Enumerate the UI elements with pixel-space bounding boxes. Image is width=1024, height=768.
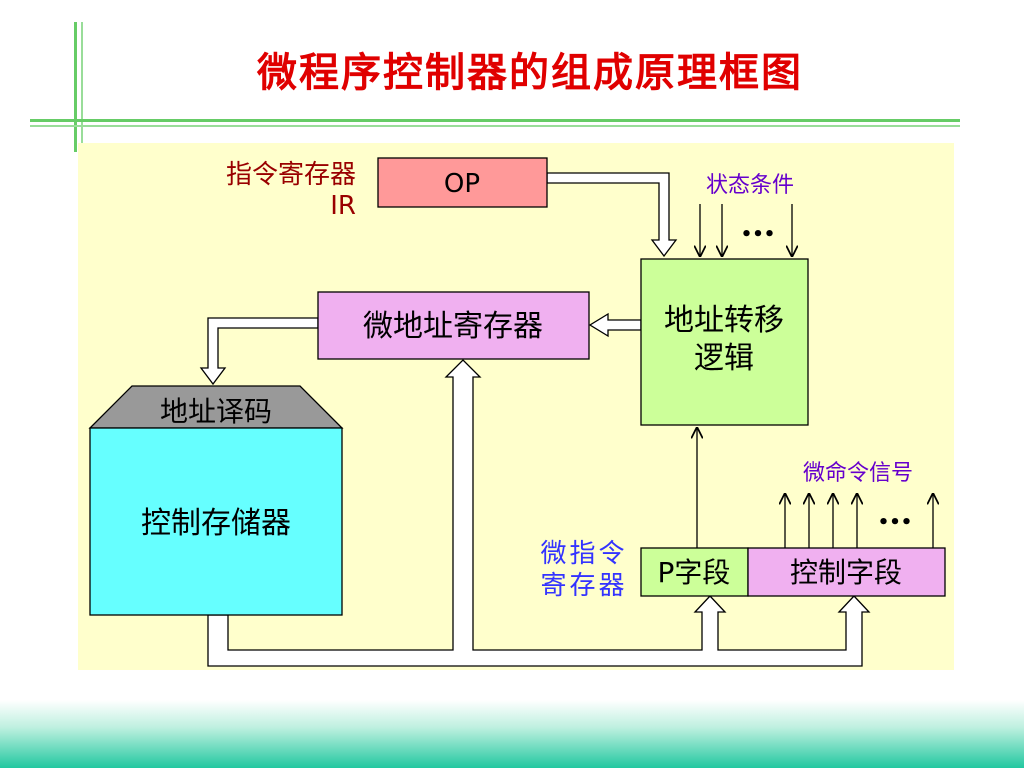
address-transfer-logic-box bbox=[640, 258, 809, 426]
slide-title: 微程序控制器的组成原理框图 bbox=[257, 49, 803, 96]
ir-label-cn: 指令寄存器 bbox=[226, 160, 356, 190]
decor-horizontal-line-1 bbox=[30, 119, 960, 122]
p-field-box bbox=[640, 547, 749, 597]
control-field-label: 控制字段 bbox=[790, 556, 902, 589]
micro-instruction-register-label-line2: 寄存器 bbox=[540, 571, 627, 601]
micro-command-signals-label: 微命令信号 bbox=[803, 461, 913, 486]
op-box bbox=[377, 157, 548, 208]
decor-vertical-line-2 bbox=[81, 22, 83, 152]
address-decoder-label: 地址译码 bbox=[160, 395, 272, 428]
decor-vertical-line-1 bbox=[74, 22, 77, 152]
op-label: OP bbox=[444, 169, 480, 199]
arrow-logic-to-mar bbox=[588, 312, 642, 338]
arrow-memory-to-mir-bus bbox=[207, 359, 871, 667]
micro-address-register-box bbox=[317, 291, 590, 360]
micro-address-register-label: 微地址寄存器 bbox=[363, 309, 543, 344]
control-field-box bbox=[747, 547, 946, 597]
arrow-op-to-logic bbox=[546, 172, 678, 258]
address-logic-line1: 地址转移 bbox=[664, 303, 784, 338]
decor-horizontal-line-2 bbox=[30, 125, 960, 127]
status-ellipsis: ••• bbox=[741, 224, 776, 245]
signal-ellipsis: ••• bbox=[878, 512, 913, 533]
micro-instruction-register-label-line1: 微指令 bbox=[540, 539, 627, 569]
status-conditions-label: 状态条件 bbox=[706, 173, 794, 198]
address-logic-line2: 逻辑 bbox=[694, 341, 754, 376]
ir-label-en: IR bbox=[330, 191, 356, 221]
bottom-gradient-band bbox=[0, 700, 1024, 768]
control-memory-box bbox=[89, 427, 343, 616]
p-field-label: P字段 bbox=[658, 556, 731, 589]
control-memory-label: 控制存储器 bbox=[141, 506, 291, 541]
arrow-mar-to-decoder bbox=[199, 317, 319, 386]
